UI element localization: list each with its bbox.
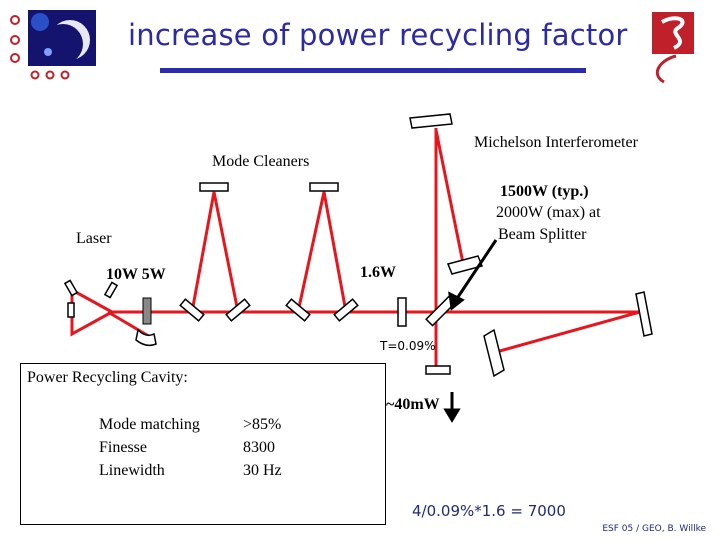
row-value-mode-matching: >85% [243, 416, 282, 433]
output-mirror [425, 365, 451, 375]
laser-output-element [142, 297, 152, 325]
row-label-linewidth: Linewidth [99, 462, 165, 479]
row-value-finesse: 8300 [243, 439, 275, 456]
title-underline [160, 68, 586, 73]
recycling-cavity-panel: Power Recycling Cavity: Mode matching >8… [20, 363, 386, 525]
label-laser: Laser [76, 230, 112, 247]
folding-mirror-north [446, 255, 484, 275]
recycling-formula: 4/0.09%*1.6 = 7000 [412, 502, 566, 520]
label-bs-max: 2000W (max) at [496, 204, 601, 221]
mode-cleaner-mirrors [179, 182, 359, 322]
laser-beam-paths [70, 128, 641, 368]
ligature-logo-icon [652, 12, 694, 84]
row-label-finesse: Finesse [99, 439, 147, 456]
label-michelson: Michelson Interferometer [474, 134, 638, 151]
label-transmission: T=0.09% [380, 339, 436, 353]
end-mirror-east [635, 291, 653, 337]
folding-mirror-east [483, 328, 505, 378]
row-value-linewidth: 30 Hz [243, 462, 282, 479]
label-mode-cleaners: Mode Cleaners [212, 153, 310, 170]
row-label-mode-matching: Mode matching [99, 416, 200, 433]
label-input-power: 10W 5W [106, 266, 166, 283]
page-title: increase of power recycling factor [128, 18, 628, 52]
power-recycling-mirror [397, 297, 407, 327]
laser-photodiode [135, 328, 157, 347]
label-power-after-mc: 1.6W [360, 264, 396, 281]
geo-logo-icon [10, 10, 96, 80]
laser-cavity-mirrors [63, 279, 119, 318]
end-mirror-north [409, 113, 453, 129]
annotation-arrows [443, 239, 498, 423]
label-leak-power: ~40mW [386, 396, 440, 413]
recycling-cavity-heading: Power Recycling Cavity: [27, 369, 188, 386]
slide-footer: ESF 05 / GEO, B. Willke [602, 524, 706, 534]
label-beam-splitter: Beam Splitter [498, 226, 587, 243]
label-bs-typical: 1500W (typ.) [500, 183, 589, 200]
